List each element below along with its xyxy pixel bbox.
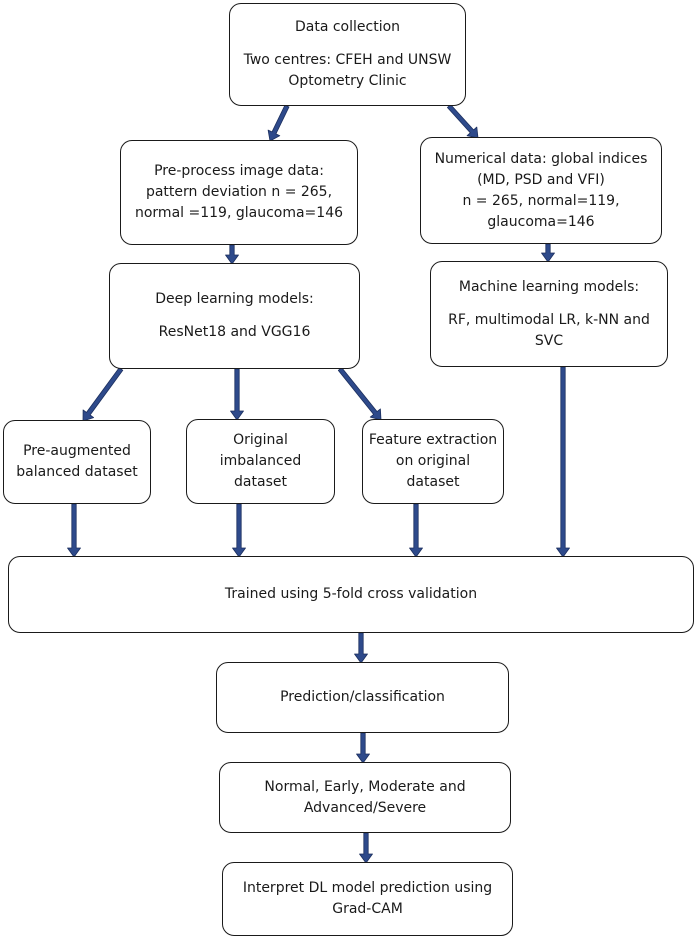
feature-extraction-line-2: on original <box>395 453 471 469</box>
preprocess-line-1: Pre-process image data: <box>154 163 324 179</box>
trained-box: Trained using 5-fold cross validation <box>8 556 694 633</box>
prediction-text: Prediction/classification <box>280 689 445 705</box>
deep-learning-title: Deep learning models: <box>155 291 314 307</box>
preprocess-line-2: pattern deviation n = 265, <box>145 184 333 200</box>
data-collection-title: Data collection <box>294 19 401 35</box>
numerical-line-4: glaucoma=146 <box>487 213 595 230</box>
arrow-prediction-to-classes <box>356 732 370 764</box>
prediction-box: Prediction/classification <box>216 662 509 733</box>
data-collection-line-2: Two centres: CFEH and UNSW <box>243 52 452 68</box>
preprocess-box: Pre-process image data: pattern deviatio… <box>120 140 358 245</box>
machine-learning-line-2: RF, multimodal LR, k-NN and <box>448 311 650 328</box>
arrow-feature-to-trained <box>409 503 423 558</box>
original-imbalanced-box: Original imbalanced dataset <box>186 419 335 504</box>
interpret-box: Interpret DL model prediction using Grad… <box>222 862 513 936</box>
arrow-numerical-to-machine-learning <box>541 243 555 263</box>
machine-learning-box: Machine learning models: RF, multimodal … <box>430 261 668 367</box>
arrow-trained-to-prediction <box>354 632 368 664</box>
arrow-collection-to-numerical <box>446 104 479 139</box>
original-imbalanced-line-1: Original <box>233 432 288 448</box>
classes-box: Normal, Early, Moderate and Advanced/Sev… <box>219 762 511 833</box>
arrow-preprocess-to-deep-learning <box>225 244 239 265</box>
data-collection-box: Data collection Two centres: CFEH and UN… <box>229 3 466 106</box>
interpret-line-1: Interpret DL model prediction using <box>242 880 493 896</box>
arrow-deep-learning-to-feature <box>337 367 382 421</box>
classes-line-2: Advanced/Severe <box>303 799 427 816</box>
original-imbalanced-line-2: imbalanced <box>219 453 302 469</box>
arrow-deep-learning-to-original <box>230 368 244 421</box>
feature-extraction-box: Feature extraction on original dataset <box>362 419 504 504</box>
preprocess-line-3: normal =119, glaucoma=146 <box>134 205 344 221</box>
arrow-deep-learning-to-pre-augmented <box>82 367 124 422</box>
pre-augmented-box: Pre-augmented balanced dataset <box>3 420 151 504</box>
numerical-data-box: Numerical data: global indices (MD, PSD … <box>420 137 662 244</box>
arrow-pre-augmented-to-trained <box>67 503 81 558</box>
interpret-line-2: Grad-CAM <box>332 901 403 917</box>
pre-augmented-line-1: Pre-augmented <box>23 443 131 459</box>
pre-augmented-line-2: balanced dataset <box>16 464 138 480</box>
numerical-line-3: n = 265, normal=119, <box>462 192 620 209</box>
machine-learning-title: Machine learning models: <box>458 278 640 295</box>
original-imbalanced-line-3: dataset <box>234 474 287 490</box>
deep-learning-box: Deep learning models: ResNet18 and VGG16 <box>109 263 360 369</box>
arrow-original-to-trained <box>232 503 246 558</box>
numerical-line-1: Numerical data: global indices <box>434 150 648 167</box>
machine-learning-line-3: SVC <box>534 332 564 349</box>
feature-extraction-line-3: dataset <box>406 474 460 490</box>
feature-extraction-line-1: Feature extraction <box>368 432 498 448</box>
data-collection-line-3: Optometry Clinic <box>288 73 407 89</box>
numerical-line-2: (MD, PSD and VFI) <box>477 171 605 188</box>
trained-text: Trained using 5-fold cross validation <box>224 586 478 602</box>
arrow-collection-to-preprocess <box>267 104 290 142</box>
arrow-classes-to-interpret <box>359 832 373 864</box>
classes-line-1: Normal, Early, Moderate and <box>264 778 466 795</box>
deep-learning-models: ResNet18 and VGG16 <box>158 324 311 340</box>
arrow-machine-learning-to-trained <box>556 366 570 558</box>
